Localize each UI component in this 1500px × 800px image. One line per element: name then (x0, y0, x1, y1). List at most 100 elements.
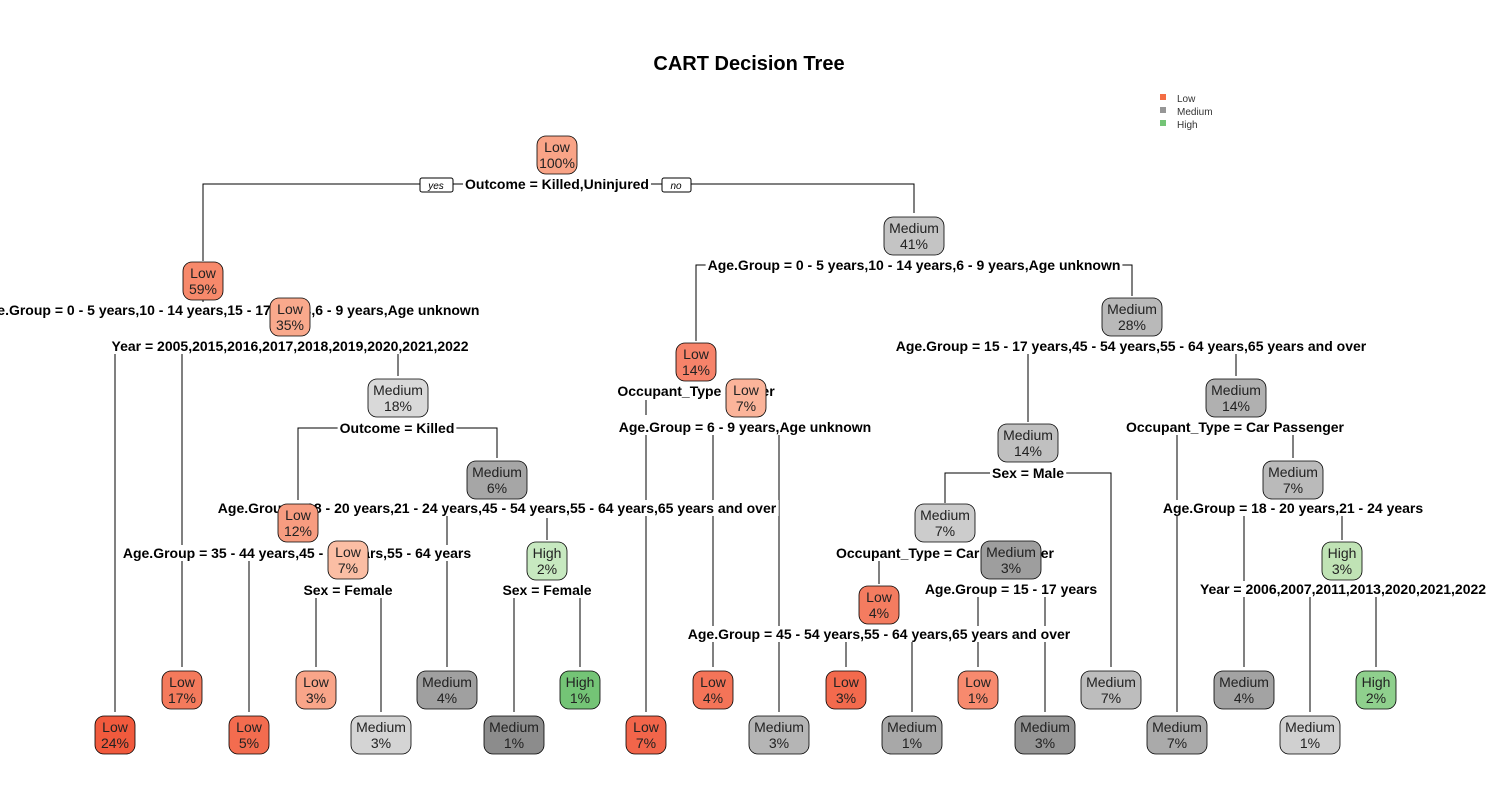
node-percent-label: 1% (902, 735, 922, 751)
node-percent-label: 1% (1300, 735, 1320, 751)
split-label: Age.Group = 45 - 54 years,55 - 64 years,… (688, 626, 1071, 642)
split-label-background (120, 545, 474, 561)
node-box (883, 216, 945, 256)
node-percent-label: 5% (239, 735, 259, 751)
node-percent-label: 7% (338, 560, 358, 576)
node-class-label: Medium (754, 719, 804, 735)
node-class-label: Medium (887, 719, 937, 735)
node-box (295, 670, 337, 710)
node-percent-label: 3% (306, 690, 326, 706)
node-class-label: Medium (373, 382, 423, 398)
node-class-label: Medium (422, 674, 472, 690)
node-percent-label: 41% (900, 236, 928, 252)
node-box (269, 297, 311, 337)
node-box (466, 460, 528, 500)
node-percent-label: 59% (189, 281, 217, 297)
diagram-title: CART Decision Tree (653, 53, 844, 75)
node-class-label: Low (544, 139, 571, 155)
node-class-label: Low (303, 674, 330, 690)
node-percent-label: 3% (1332, 561, 1352, 577)
node-percent-label: 4% (703, 690, 723, 706)
node-percent-label: 4% (1234, 690, 1254, 706)
node-percent-label: 7% (935, 523, 955, 539)
node-percent-label: 7% (1167, 735, 1187, 751)
node-class-label: Low (965, 674, 992, 690)
node-class-label: Medium (1268, 464, 1318, 480)
node-percent-label: 7% (1101, 690, 1121, 706)
legend-swatch-low (1160, 94, 1166, 100)
node-box (161, 670, 203, 710)
node-box (1321, 541, 1363, 581)
node-box (825, 670, 867, 710)
node-box (1146, 715, 1208, 755)
split-label: Sex = Female (502, 582, 591, 598)
node-class-label: Low (190, 265, 217, 281)
node-percent-label: 4% (869, 605, 889, 621)
node-class-label: Low (236, 719, 263, 735)
node-class-label: Medium (356, 719, 406, 735)
split-label: Year = 2006,2007,2011,2013,2020,2021,202… (1200, 581, 1486, 597)
node-class-label: Medium (1107, 301, 1157, 317)
split-label-background (990, 465, 1067, 481)
node-class-label: Medium (489, 719, 539, 735)
legend-label-medium: Medium (1177, 107, 1213, 118)
node-box (858, 585, 900, 625)
split-label-background (301, 582, 395, 598)
node-percent-label: 7% (736, 398, 756, 414)
node-class-label: Low (833, 674, 860, 690)
node-box (957, 670, 999, 710)
node-box (483, 715, 545, 755)
node-box (94, 715, 136, 755)
legend-label-high: High (1177, 120, 1198, 131)
node-percent-label: 4% (437, 690, 457, 706)
node-class-label: High (533, 545, 562, 561)
node-percent-label: 3% (836, 690, 856, 706)
node-percent-label: 17% (168, 690, 196, 706)
node-percent-label: 14% (1222, 398, 1250, 414)
node-class-label: Medium (1003, 427, 1053, 443)
node-class-label: High (1328, 545, 1357, 561)
split-label-background (500, 582, 594, 598)
split-label: Year = 2005,2015,2016,2017,2018,2019,202… (112, 338, 469, 354)
node-box (625, 715, 667, 755)
node-percent-label: 3% (769, 735, 789, 751)
legend-swatch-high (1160, 120, 1166, 126)
node-class-label: Low (102, 719, 129, 735)
node-box (182, 261, 224, 301)
split-label-background (1197, 581, 1489, 597)
node-percent-label: 100% (539, 155, 575, 171)
node-class-label: Low (285, 507, 312, 523)
node-percent-label: 3% (371, 735, 391, 751)
node-class-label: Medium (920, 507, 970, 523)
node-class-label: Low (633, 719, 660, 735)
edge-root (202, 183, 915, 261)
node-percent-label: 7% (1283, 480, 1303, 496)
edge-n35 (114, 345, 399, 712)
split-label: Occupant_Type = Car Passenger (1126, 419, 1345, 435)
no-label: no (670, 181, 682, 192)
node-box (748, 715, 810, 755)
node-box (536, 135, 578, 175)
node-box (997, 423, 1059, 463)
split-label-background (337, 420, 457, 436)
node-class-label: Medium (1285, 719, 1335, 735)
node-class-label: Low (700, 674, 727, 690)
split-label: Age.Group = 6 - 9 years,Age unknown (619, 419, 871, 435)
